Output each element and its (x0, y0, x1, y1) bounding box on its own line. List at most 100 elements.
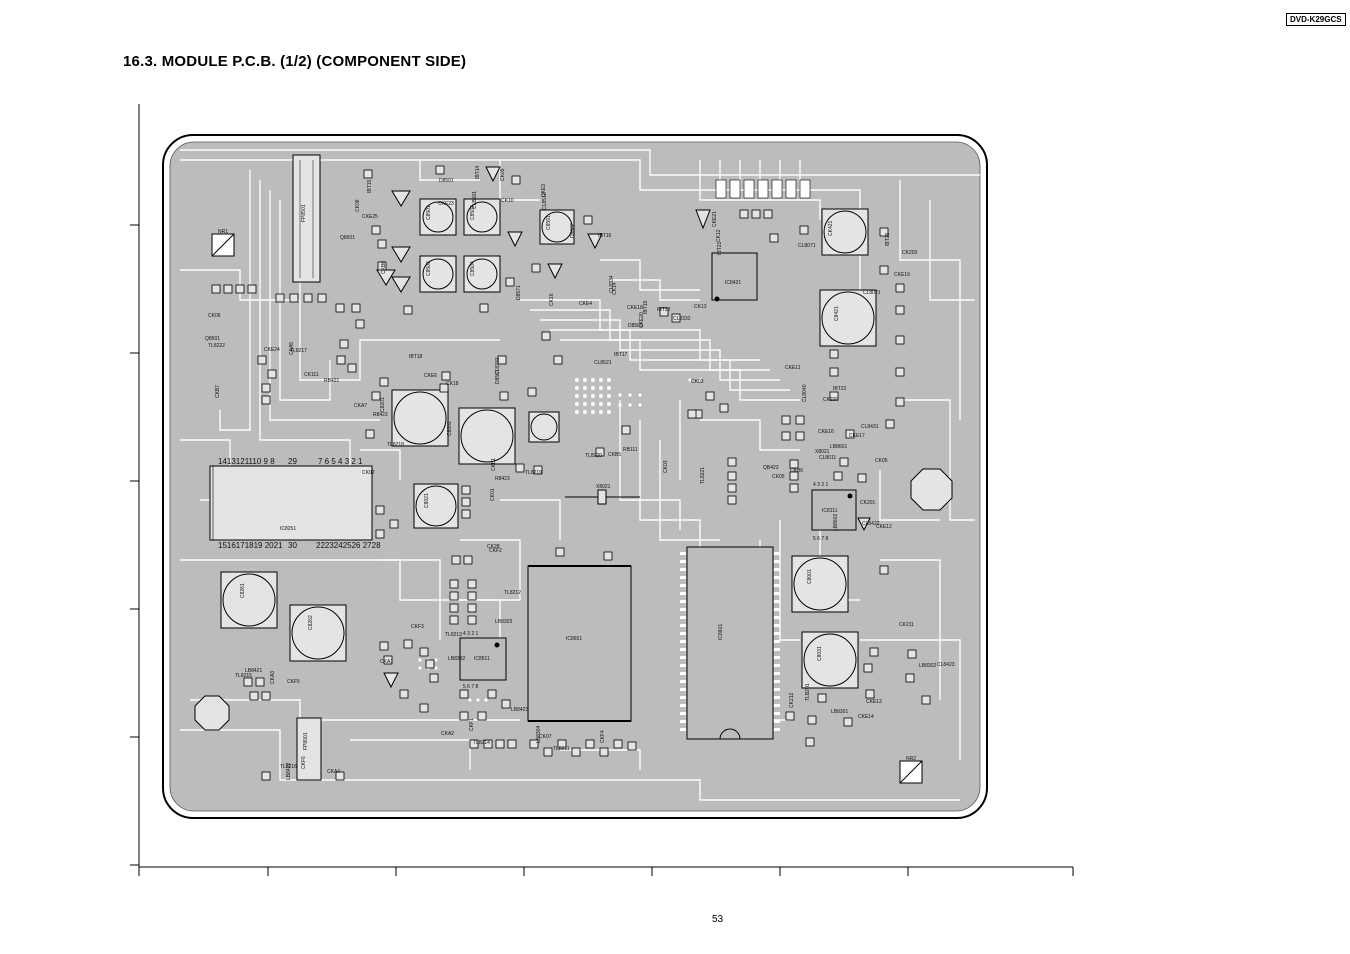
part-label: CKE24 (264, 347, 280, 353)
part-label: LB8422 (286, 763, 292, 780)
part-label: LB8304 (536, 726, 542, 743)
ic-label: IC8251 (280, 526, 296, 532)
part-label: CK203 (902, 250, 918, 256)
part-label: CK16 (549, 293, 555, 306)
part-label: CL8071 (798, 243, 816, 249)
part-label: TL8219 (525, 470, 542, 476)
capacitor-label: C8261 (240, 583, 246, 598)
part-label: CKE25 (362, 214, 378, 220)
part-label: R8423 (495, 476, 510, 482)
capacitor-label: C8021 (424, 493, 430, 508)
part-label: CL8423 (937, 662, 955, 668)
part-label: CKE23 (438, 201, 454, 207)
part-label: CKA1 (380, 659, 393, 665)
part-label: LB8301 (831, 709, 848, 715)
small-parts (211, 165, 931, 781)
part-label: Q8601 (340, 235, 355, 241)
part-label: TL8217 (290, 348, 307, 354)
part-label: D8602 (570, 223, 576, 238)
part-label: CL8422 (862, 521, 880, 527)
capacitor-label: C8591 (546, 215, 552, 230)
page-number: 53 (712, 914, 724, 925)
part-label: LB8302 (919, 663, 936, 669)
part-label: CK220 (823, 397, 839, 403)
part-label: IBT25 (885, 232, 891, 246)
part-label: LB8332 (448, 656, 465, 662)
capacitor-label: C8501 (426, 205, 432, 220)
ic8601-pins (680, 552, 780, 731)
part-label: IBT22 (833, 386, 847, 392)
part-label: CK111 (304, 372, 319, 378)
part-label: CKA5 (289, 342, 295, 355)
part-label: CK03 (663, 460, 669, 473)
svg-text:29: 29 (288, 457, 297, 466)
part-label: IBT18 (409, 354, 423, 360)
part-label: CKB8 (381, 261, 387, 274)
part-label: CK02 (362, 470, 375, 476)
part-label: CKA7 (354, 403, 367, 409)
part-label: TL8214 (473, 740, 490, 746)
capacitor-label: C8504 (470, 261, 476, 276)
part-label: CKB6 (790, 468, 803, 474)
part-label: TL8213 (445, 632, 462, 638)
part-label: Q8501 (205, 336, 220, 342)
part-label: RB421 (324, 378, 340, 384)
section-title: 16.3. MODULE P.C.B. (1/2) (COMPONENT SID… (123, 53, 467, 70)
part-label: LB8601 (830, 444, 847, 450)
part-label: TL8222 (208, 343, 225, 349)
capacitor-label: C8001 (807, 569, 813, 584)
part-label: X8021 (815, 449, 830, 455)
part-label: TLB201 (805, 683, 811, 701)
connector-label: FP8001 (303, 732, 309, 750)
part-label: CL8040 (802, 384, 808, 402)
model-badge: DVD-K29GCS (1286, 13, 1346, 26)
part-label: CKB5 (608, 452, 621, 458)
part-label: CKE21 (712, 211, 718, 227)
part-label: IBT21 (717, 241, 723, 255)
part-label: CKB7 (215, 385, 221, 398)
part-label: TL8212 (504, 590, 521, 596)
grid-frame (130, 104, 1074, 876)
capacitor-label: C8421 (834, 306, 840, 321)
part-label: CK18 (446, 381, 459, 387)
ic8421-package (711, 252, 758, 302)
part-label: TL8211 (553, 746, 570, 752)
part-label: CL8021 (863, 290, 881, 296)
part-label: CK05 (875, 458, 888, 464)
svg-text:4 3 2 1: 4 3 2 1 (813, 482, 829, 488)
svg-text:7 6 5 4 3 2 1: 7 6 5 4 3 2 1 (318, 457, 363, 466)
svg-text:NR2: NR2 (906, 756, 916, 762)
capacitor-label: C8503 (426, 261, 432, 276)
part-label: CKE20 (639, 312, 645, 328)
part-label: CL8333 (495, 357, 501, 375)
part-label: CK08 (355, 199, 361, 212)
part-label: CKE19 (894, 272, 910, 278)
part-label: D8571 (516, 285, 522, 300)
svg-text:2223242526 2728: 2223242526 2728 (316, 541, 381, 550)
part-label: LB8421 (245, 668, 262, 674)
part-label: CKF3 (411, 624, 424, 630)
svg-text:4 3 2 1: 4 3 2 1 (463, 631, 479, 637)
part-label: CK14 (612, 282, 618, 295)
part-label: CKE4 (579, 301, 592, 307)
part-label: CK05 (772, 474, 785, 480)
nr-marks (211, 233, 923, 784)
svg-text:NR1: NR1 (218, 229, 228, 235)
svg-text:5 6 7 8: 5 6 7 8 (813, 536, 829, 542)
part-label: TL8218 (387, 442, 404, 448)
part-label: CK03 (691, 379, 704, 385)
part-label: CL8431 (861, 424, 879, 430)
part-label: TL8215 (235, 673, 252, 679)
part-label: CKE3 (541, 184, 547, 197)
svg-text:30: 30 (288, 541, 297, 550)
part-label: CKA3 (270, 671, 276, 684)
svg-text:1413121110 9 8: 1413121110 9 8 (218, 457, 275, 466)
part-label: CKF4 (600, 730, 606, 743)
top-connector-pins (715, 179, 811, 199)
ic-label: IC8601 (718, 624, 724, 640)
part-label: CKA2 (441, 731, 454, 737)
part-label: CKE16 (818, 429, 834, 435)
ic-label: IC8651 (566, 636, 582, 642)
part-label: CKF6 (301, 756, 307, 769)
part-label: IBT20 (657, 307, 671, 313)
